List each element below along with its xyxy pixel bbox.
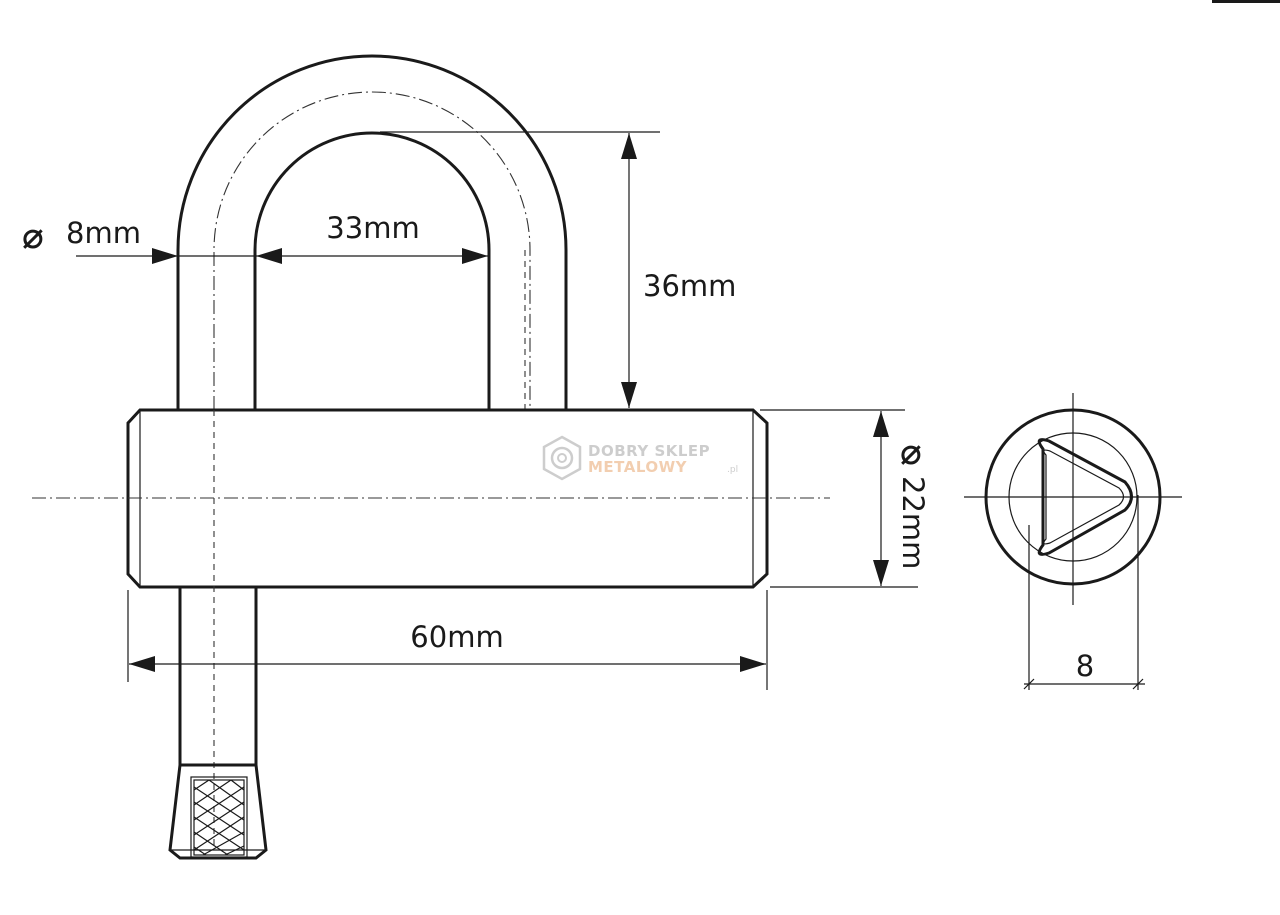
triangle-key-profile <box>1037 438 1133 556</box>
watermark-suffix: .pl <box>727 465 738 475</box>
body-length-label: 60mm <box>410 620 503 654</box>
watermark-line1: DOBRY SKLEP <box>588 442 710 460</box>
diameter-symbol: ⌀ <box>22 216 44 257</box>
body-diameter-symbol: ⌀ <box>900 432 922 473</box>
shackle-inner-width-label: 33mm <box>326 211 419 245</box>
watermark-line2: METALOWY <box>588 458 688 476</box>
shackle-diameter-label: 8mm <box>66 216 141 250</box>
body-diameter-label: 22mm <box>896 476 930 569</box>
key-end-view: 8 <box>964 393 1182 690</box>
knurled-grip <box>190 776 248 858</box>
dim-shackle-clearance: 36mm <box>380 131 736 408</box>
dim-shackle-diameter: ⌀ 8mm <box>22 216 255 264</box>
dim-shackle-inner-width: 33mm <box>255 211 489 264</box>
lower-shackle-leg <box>168 588 268 860</box>
watermark-logo: DOBRY SKLEP METALOWY .pl <box>542 435 738 481</box>
shackle-clearance-label: 36mm <box>643 269 736 303</box>
shackle <box>176 54 568 410</box>
dim-body-length: 60mm <box>127 590 768 690</box>
key-profile-size-label: 8 <box>1076 649 1094 683</box>
logo-hex-icon <box>542 435 582 481</box>
dim-body-diameter: ⌀ 22mm <box>760 409 930 588</box>
corner-mark <box>1212 0 1280 3</box>
